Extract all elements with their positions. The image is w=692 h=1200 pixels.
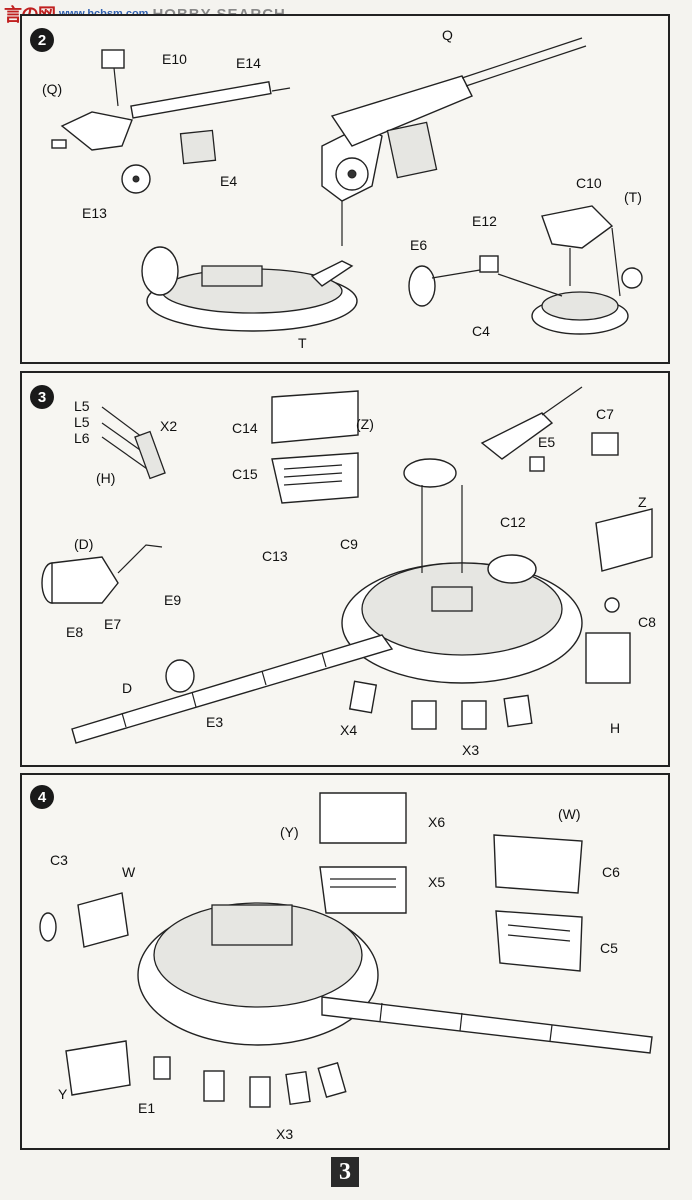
step-2-number: 2 xyxy=(30,28,54,52)
label-Z-paren: (Z) xyxy=(356,416,374,432)
smoke-launchers-drawing xyxy=(101,406,166,480)
label-L5-a: L5 xyxy=(74,398,90,414)
label-X3: X3 xyxy=(462,742,480,758)
label-E4: E4 xyxy=(220,173,238,189)
label-C3: C3 xyxy=(50,852,68,868)
box-w-drawing xyxy=(493,834,583,972)
step-4-illustration xyxy=(39,792,653,1108)
label-X5: X5 xyxy=(428,874,446,890)
label-X6: X6 xyxy=(428,814,446,830)
label-C12: C12 xyxy=(500,514,526,530)
label-E6: E6 xyxy=(410,237,428,253)
step-4-number: 4 xyxy=(30,785,54,809)
box-z-drawing xyxy=(271,390,359,504)
label-C14: C14 xyxy=(232,420,258,436)
turret-ring-t-drawing xyxy=(141,246,358,332)
label-Q: Q xyxy=(442,27,453,43)
label-H: H xyxy=(610,720,621,736)
step-3-illustration xyxy=(41,386,653,744)
label-L6: L6 xyxy=(74,430,90,446)
label-Q-paren: (Q) xyxy=(42,81,63,97)
small-mg-drawing xyxy=(51,49,291,194)
label-C13: C13 xyxy=(262,548,288,564)
box-y-drawing xyxy=(319,792,407,914)
sight-d-drawing xyxy=(41,544,163,604)
armor-plates-drawing xyxy=(348,680,533,730)
big-mg-drawing xyxy=(321,37,587,246)
step-2-panel: 2 (Q) E10 E14 E4 E13 Q (T) C10 E12 E6 C4… xyxy=(20,14,670,364)
right-parts-drawing xyxy=(529,432,653,684)
label-C10: C10 xyxy=(576,175,602,191)
label-E9: E9 xyxy=(164,592,182,608)
label-X3-step4: X3 xyxy=(276,1126,294,1142)
label-C9: C9 xyxy=(340,536,358,552)
label-E7: E7 xyxy=(104,616,122,632)
label-E13: E13 xyxy=(82,205,107,221)
label-H-paren: (H) xyxy=(96,470,116,486)
label-E3: E3 xyxy=(206,714,224,730)
step-2-illustration xyxy=(51,37,643,335)
label-W: W xyxy=(122,864,136,880)
label-D: D xyxy=(122,680,133,696)
step-4-panel: 4 (Y) X6 X5 (W) C6 C5 C3 W Y E1 X3 xyxy=(20,773,670,1150)
assembly-t-drawing xyxy=(408,205,643,335)
step-3-panel: 3 L5 L5 L6 X2 (H) C14 (Z) C15 E5 C7 Z (D… xyxy=(20,371,670,767)
label-E14: E14 xyxy=(236,55,261,71)
label-D-paren: (D) xyxy=(74,536,94,552)
label-E1: E1 xyxy=(138,1100,156,1116)
label-Y-paren: (Y) xyxy=(280,824,299,840)
label-C8: C8 xyxy=(638,614,656,630)
step-3-number: 3 xyxy=(30,385,54,409)
label-C15: C15 xyxy=(232,466,258,482)
label-C7: C7 xyxy=(596,406,614,422)
main-turret-drawing xyxy=(341,386,583,684)
armor-plates-step4-drawing xyxy=(203,1061,347,1108)
label-Z: Z xyxy=(638,494,647,510)
label-C5: C5 xyxy=(600,940,618,956)
page-number: 3 xyxy=(331,1157,359,1187)
label-T: T xyxy=(298,335,307,351)
label-L5-b: L5 xyxy=(74,414,90,430)
gun-barrel-drawing xyxy=(71,634,394,744)
label-C6: C6 xyxy=(602,864,620,880)
label-E8: E8 xyxy=(66,624,84,640)
label-X2: X2 xyxy=(160,418,178,434)
label-E5: E5 xyxy=(538,434,556,450)
turret-step4-drawing xyxy=(39,892,653,1096)
label-C4: C4 xyxy=(472,323,490,339)
label-W-paren: (W) xyxy=(558,806,581,822)
label-E12: E12 xyxy=(472,213,497,229)
label-X4: X4 xyxy=(340,722,358,738)
label-Y: Y xyxy=(58,1086,68,1102)
label-E10: E10 xyxy=(162,51,187,67)
label-T-paren: (T) xyxy=(624,189,642,205)
